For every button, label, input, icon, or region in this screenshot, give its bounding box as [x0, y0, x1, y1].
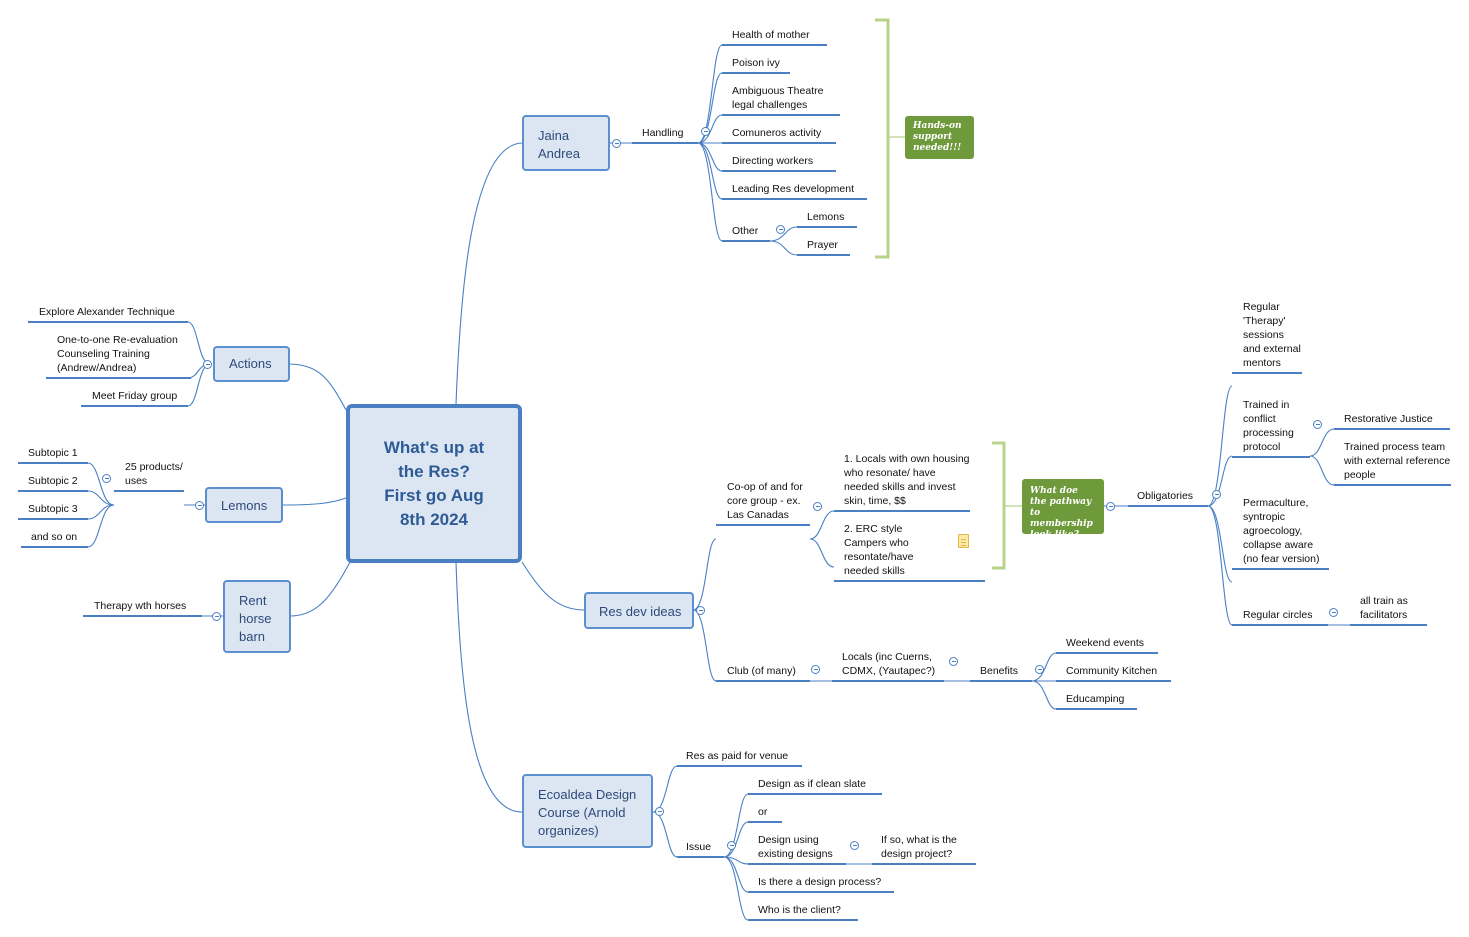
- branch-label: Actions: [229, 356, 272, 371]
- branch-label: Ecoaldea Design Course (Arnold organizes…: [538, 787, 637, 838]
- collapse-toggle-icon[interactable]: [727, 841, 736, 850]
- lemons-subtopic[interactable]: Subtopic 3: [18, 502, 88, 520]
- handling-item[interactable]: Comuneros activity: [722, 126, 836, 144]
- branch-jaina-andrea[interactable]: Jaina Andrea: [522, 115, 610, 171]
- branch-label: Lemons: [221, 498, 268, 513]
- branch-label: Rent horse barn: [239, 593, 272, 644]
- collapse-toggle-icon[interactable]: [811, 665, 820, 674]
- handling-item[interactable]: Health of mother: [722, 28, 827, 46]
- circles-item[interactable]: all train as facilitators: [1350, 594, 1427, 626]
- coop-item[interactable]: 2. ERC style Campers who resontate/have …: [834, 522, 985, 582]
- handling-item[interactable]: Ambiguous Theatre legal challenges: [722, 84, 840, 116]
- collapse-toggle-icon[interactable]: [949, 657, 958, 666]
- club-topic[interactable]: Club (of many): [716, 664, 810, 682]
- benefit-item[interactable]: Educamping: [1056, 692, 1137, 710]
- callout-pathway-to-membership[interactable]: What doe the pathway to membership look …: [1022, 479, 1104, 540]
- collapse-toggle-icon[interactable]: [1329, 608, 1338, 617]
- existing-item[interactable]: If so, what is the design project?: [872, 833, 976, 865]
- handling-item[interactable]: Poison ivy: [722, 56, 790, 74]
- branch-lemons[interactable]: Lemons: [205, 487, 283, 523]
- benefit-item[interactable]: Community Kitchen: [1056, 664, 1171, 682]
- issue-topic[interactable]: Issue: [677, 840, 724, 858]
- coop-item[interactable]: 1. Locals with own housing who resonate/…: [834, 452, 970, 512]
- conflict-item[interactable]: Restorative Justice: [1334, 412, 1450, 430]
- issue-item[interactable]: Design using existing designs: [748, 833, 846, 865]
- collapse-toggle-icon[interactable]: [1313, 420, 1322, 429]
- obligatory-item[interactable]: Regular circles: [1232, 608, 1328, 626]
- handling-item[interactable]: Directing workers: [722, 154, 836, 172]
- other-item[interactable]: Lemons: [797, 210, 857, 228]
- collapse-toggle-icon[interactable]: [696, 606, 705, 615]
- other-topic[interactable]: Other: [722, 224, 770, 242]
- branch-actions[interactable]: Actions: [213, 346, 290, 382]
- obligatory-item[interactable]: Trained in conflict processing protocol: [1232, 398, 1310, 458]
- horse-item[interactable]: Therapy wth horses: [83, 599, 202, 617]
- issue-item[interactable]: Who is the client?: [748, 903, 858, 921]
- collapse-toggle-icon[interactable]: [1035, 665, 1044, 674]
- eco-venue-item[interactable]: Res as paid for venue: [677, 749, 802, 767]
- callout-hands-on-support[interactable]: Hands-on support needed!!!: [905, 116, 974, 159]
- coop-topic[interactable]: Co-op of and for core group - ex. Las Ca…: [716, 480, 810, 526]
- branch-label: Jaina Andrea: [538, 128, 580, 161]
- collapse-toggle-icon[interactable]: [813, 502, 822, 511]
- collapse-toggle-icon[interactable]: [212, 612, 221, 621]
- benefit-item[interactable]: Weekend events: [1056, 636, 1158, 654]
- central-title: What's up at the Res? First go Aug 8th 2…: [383, 437, 485, 529]
- branch-ecoaldea-design-course[interactable]: Ecoaldea Design Course (Arnold organizes…: [522, 774, 653, 848]
- lemons-subtopic[interactable]: Subtopic 2: [18, 474, 88, 492]
- obligatories-topic[interactable]: Obligatories: [1128, 489, 1208, 507]
- lemons-subtopic[interactable]: and so on: [21, 530, 88, 548]
- note-icon[interactable]: [958, 534, 969, 548]
- lemons-subtopic[interactable]: Subtopic 1: [18, 446, 88, 464]
- collapse-toggle-icon[interactable]: [776, 225, 785, 234]
- benefits-topic[interactable]: Benefits: [970, 664, 1032, 682]
- issue-item[interactable]: Design as if clean slate: [748, 777, 882, 795]
- collapse-toggle-icon[interactable]: [655, 807, 664, 816]
- collapse-toggle-icon[interactable]: [701, 127, 710, 136]
- obligatory-item[interactable]: Regular 'Therapy' sessions and external …: [1232, 300, 1302, 374]
- conflict-item[interactable]: Trained process team with external refer…: [1334, 440, 1451, 486]
- handling-item[interactable]: Leading Res development: [722, 182, 867, 200]
- collapse-toggle-icon[interactable]: [1106, 502, 1115, 511]
- collapse-toggle-icon[interactable]: [203, 360, 212, 369]
- collapse-toggle-icon[interactable]: [102, 474, 111, 483]
- locals-topic[interactable]: Locals (inc Cuerns, CDMX, (Yautapec?): [832, 650, 944, 682]
- other-item[interactable]: Prayer: [797, 238, 850, 256]
- obligatory-item[interactable]: Permaculture, syntropic agroecology, col…: [1232, 496, 1329, 570]
- collapse-toggle-icon[interactable]: [1212, 490, 1221, 499]
- issue-item[interactable]: or: [748, 805, 782, 823]
- collapse-toggle-icon[interactable]: [612, 139, 621, 148]
- collapse-toggle-icon[interactable]: [850, 841, 859, 850]
- issue-item[interactable]: Is there a design process?: [748, 875, 894, 893]
- actions-item[interactable]: Meet Friday group: [81, 389, 188, 407]
- lemons-products-topic[interactable]: 25 products/ uses: [114, 460, 184, 492]
- collapse-toggle-icon[interactable]: [195, 501, 204, 510]
- branch-label: Res dev ideas: [599, 604, 682, 619]
- branch-rent-horse-barn[interactable]: Rent horse barn: [223, 580, 291, 653]
- actions-item[interactable]: Explore Alexander Technique: [28, 305, 188, 323]
- actions-item[interactable]: One-to-one Re-evaluation Counseling Trai…: [46, 333, 191, 379]
- central-topic[interactable]: What's up at the Res? First go Aug 8th 2…: [346, 404, 522, 563]
- branch-res-dev-ideas[interactable]: Res dev ideas: [584, 592, 694, 629]
- handling-topic[interactable]: Handling: [632, 126, 698, 144]
